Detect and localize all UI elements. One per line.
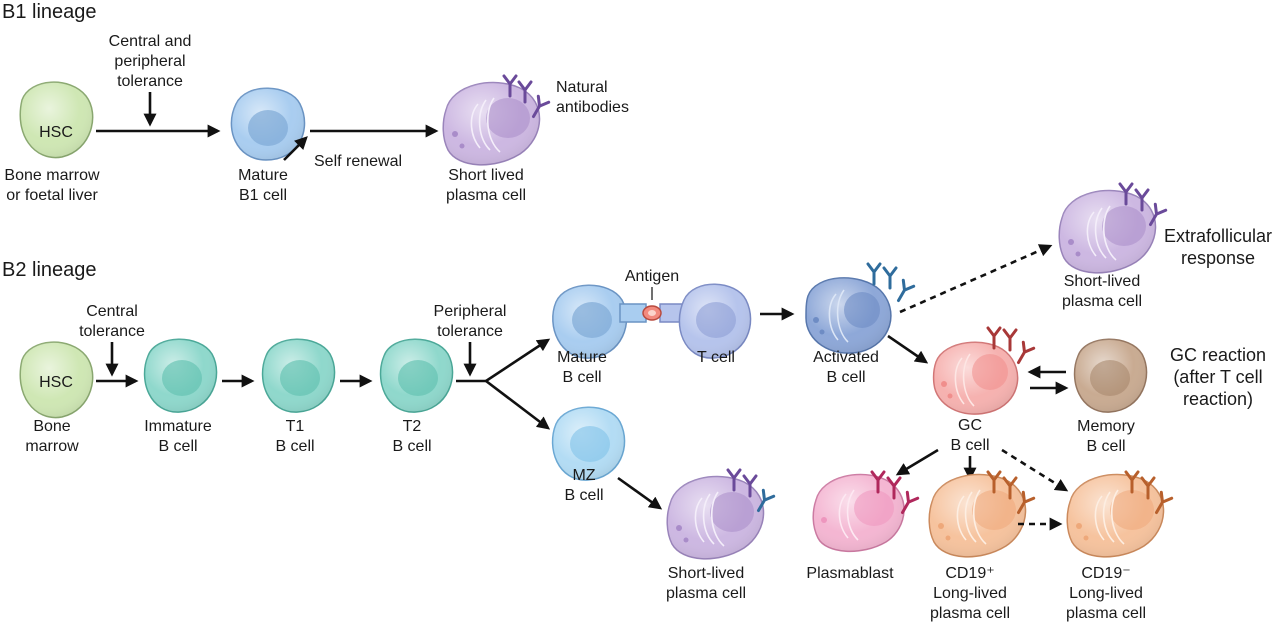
gc-b-cell [932,341,1019,415]
extrafollicular-plasma-cell [1058,189,1157,274]
mature-b-cell [552,284,628,359]
t2-line1: T2 [403,418,422,435]
b1-plasma-cell [442,81,541,166]
b1-plasma-line2: plasma cell [446,187,526,204]
mz-b-cell [551,406,626,481]
arrow-gc-to-plasmablast [895,448,939,476]
b2-central-line2: tolerance [79,323,145,340]
mz-plasma-line1: Short-lived [668,565,744,582]
b2-branch-to-mz [485,379,551,430]
activated-line2: B cell [826,369,865,386]
plasmablast-cell [812,473,905,552]
activated-antibody-icon [882,266,898,290]
cd19pos-line3: plasma cell [930,605,1010,622]
mz-plasma-cell [666,475,765,560]
immature-line2: B cell [158,438,197,455]
gc-line2: B cell [950,437,989,454]
cd19neg-line1: CD19⁻ [1081,565,1130,582]
cd19pos-line1: CD19⁺ [945,565,994,582]
b2-origin-line1: Bone [33,418,70,435]
t-cell [678,283,752,359]
b1-origin-line2: or foetal liver [6,187,98,204]
peripheral-line1: Peripheral [434,303,507,320]
immature-line1: Immature [144,418,212,435]
mz-plasma-line2: plasma cell [666,585,746,602]
immature-b-cell [143,338,218,413]
cd19neg-line2: Long-lived [1069,585,1143,602]
gc-reaction-line2: (after T cell [1173,367,1262,387]
extra-plasma-line1: Short-lived [1064,273,1140,290]
t1-line1: T1 [286,418,305,435]
b1-mature-cell [230,87,306,161]
mz-line0: MZ [572,467,595,484]
t2-b-cell [379,338,454,413]
b1-hsc-label: HSC [39,124,73,141]
b1-hsc-cell: HSC [19,81,94,159]
extrafollicular-line1: Extrafollicular [1164,226,1272,246]
mz-line1: B cell [564,487,603,504]
b2-hsc-label: HSC [39,374,73,391]
gc-antibody-icon [1011,340,1036,368]
cd19pos-plasma-cell [928,473,1027,558]
t-cell-label: T cell [697,349,735,366]
gc-reaction-line3: reaction) [1183,389,1253,409]
arrow-to-gc [887,334,929,364]
gc-line1: GC [958,417,982,434]
peripheral-line2: tolerance [437,323,503,340]
antigen-label: Antigen [625,268,679,285]
b1-self-renewal: Self renewal [314,153,402,170]
b2-origin-line2: marrow [25,438,79,455]
cd19pos-line2: Long-lived [933,585,1007,602]
activated-b-cell [805,277,892,354]
activated-line1: Activated [813,349,879,366]
b1-plasma-line1: Short lived [448,167,524,184]
b1-natural-line1: Natural [556,79,608,96]
memory-b-cell [1073,338,1148,413]
tcr-bcr-synapse [619,303,687,323]
memory-line1: Memory [1077,418,1135,435]
activated-antibody-icon [866,262,882,286]
gc-reaction-line1: GC reaction [1170,345,1266,365]
memory-line2: B cell [1086,438,1125,455]
b2-hsc-cell: HSC [19,341,94,419]
t1-b-cell [261,338,336,413]
b1-heading: B1 lineage [2,1,97,23]
t1-line2: B cell [275,438,314,455]
mature-b2-line1: Mature [557,349,607,366]
b1-natural-line2: antibodies [556,99,629,116]
b1-tolerance-line3: tolerance [117,73,183,90]
b2-branch-to-mature [485,338,551,383]
b1-tolerance-line2: peripheral [114,53,185,70]
plasmablast-label: Plasmablast [806,565,894,582]
b1-origin-line1: Bone marrow [4,167,100,184]
b1-mature-line2: B1 cell [239,187,287,204]
arrow-gc-to-cd19neg [1001,448,1069,492]
arrow-mz-to-plasma [617,476,663,510]
b1-mature-line1: Mature [238,167,288,184]
cd19neg-plasma-cell [1066,473,1165,558]
b1-tolerance-line1: Central and [109,33,192,50]
extrafollicular-arrow [899,244,1053,314]
cd19neg-line3: plasma cell [1066,605,1146,622]
t2-line2: B cell [392,438,431,455]
gc-antibody-icon [1002,328,1018,352]
extrafollicular-line2: response [1181,248,1255,268]
mature-b2-line2: B cell [562,369,601,386]
b2-heading: B2 lineage [2,259,97,281]
activated-antibody-icon [891,278,916,306]
b2-central-line1: Central [86,303,138,320]
self-renewal-arrow [283,136,308,161]
extra-plasma-line2: plasma cell [1062,293,1142,310]
